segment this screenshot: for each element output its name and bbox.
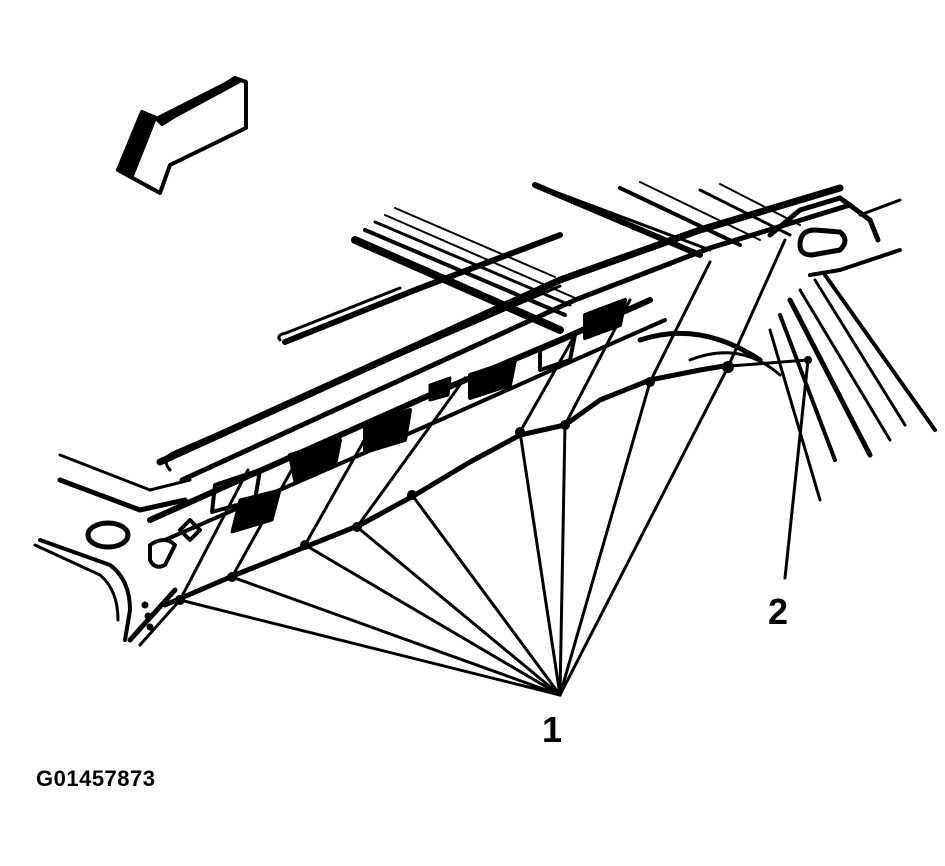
fastener-points: [175, 356, 812, 605]
callout-2-leaders: [728, 358, 810, 580]
figure-id-label: G01457873: [36, 766, 156, 791]
front-direction-arrow-icon: [116, 76, 248, 195]
roof-rail-assembly: [33, 181, 937, 647]
callout-1-leaders: [178, 238, 787, 697]
callout-label-2: 2: [768, 591, 789, 632]
callout-label-1: 1: [542, 709, 563, 750]
